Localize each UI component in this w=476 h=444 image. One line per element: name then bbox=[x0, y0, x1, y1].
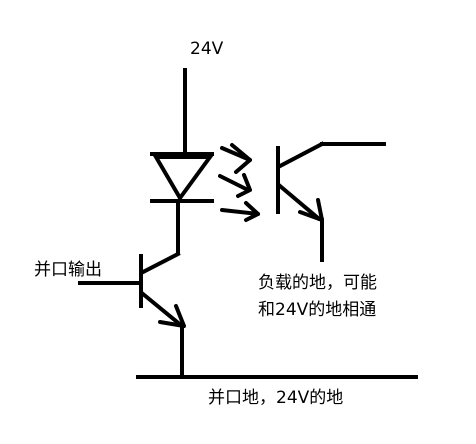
npn-collector bbox=[140, 251, 181, 275]
npn-transistor-symbol bbox=[78, 251, 186, 378]
light-arrow-lower bbox=[218, 173, 260, 222]
supply-voltage-label: 24V bbox=[190, 39, 224, 59]
led-symbol bbox=[150, 152, 214, 203]
phototransistor-emitter bbox=[277, 183, 321, 221]
light-arrow-upper bbox=[220, 143, 252, 174]
common-ground-label: 并口地，24V的地 bbox=[208, 388, 344, 408]
phototransistor-collector bbox=[277, 141, 325, 169]
led-triangle bbox=[152, 155, 214, 202]
load-ground-note-line2: 和24V的地相通 bbox=[258, 300, 377, 320]
phototransistor-symbol bbox=[276, 141, 386, 262]
npn-emitter bbox=[140, 291, 185, 329]
parallel-output-label: 并口输出 bbox=[34, 260, 102, 280]
load-ground-note-line1: 负载的地，可能 bbox=[258, 273, 377, 293]
